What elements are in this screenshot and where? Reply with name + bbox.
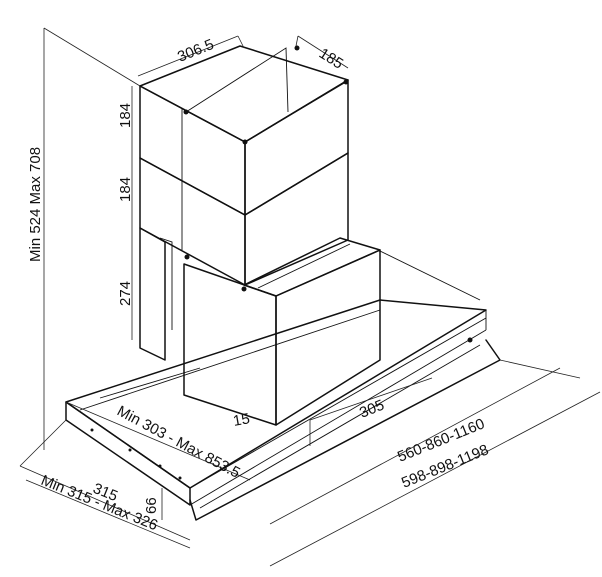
label-front-height: 66: [143, 497, 160, 514]
label-chimney-depth: 185: [316, 45, 346, 73]
dimension-labels: 306.5 185 184 184 274 Min 524 Max 708 Mi…: [27, 36, 491, 534]
label-middle-chimney-height: 184: [117, 177, 134, 202]
label-overall-height: Min 524 Max 708: [27, 147, 44, 262]
hood-body: [139, 227, 481, 426]
canopy: [65, 299, 501, 521]
label-lower-section-height: 274: [117, 281, 134, 306]
label-wall-offset-range: Min 303 - Max 853.5: [114, 403, 243, 482]
dimension-lines: [19, 27, 601, 567]
label-upper-chimney-height: 184: [117, 103, 134, 128]
upper-chimney: [139, 45, 349, 292]
label-inner-offset: 15: [232, 410, 251, 430]
label-inner-width: 305: [357, 397, 387, 422]
label-chimney-width: 306.5: [175, 36, 216, 66]
